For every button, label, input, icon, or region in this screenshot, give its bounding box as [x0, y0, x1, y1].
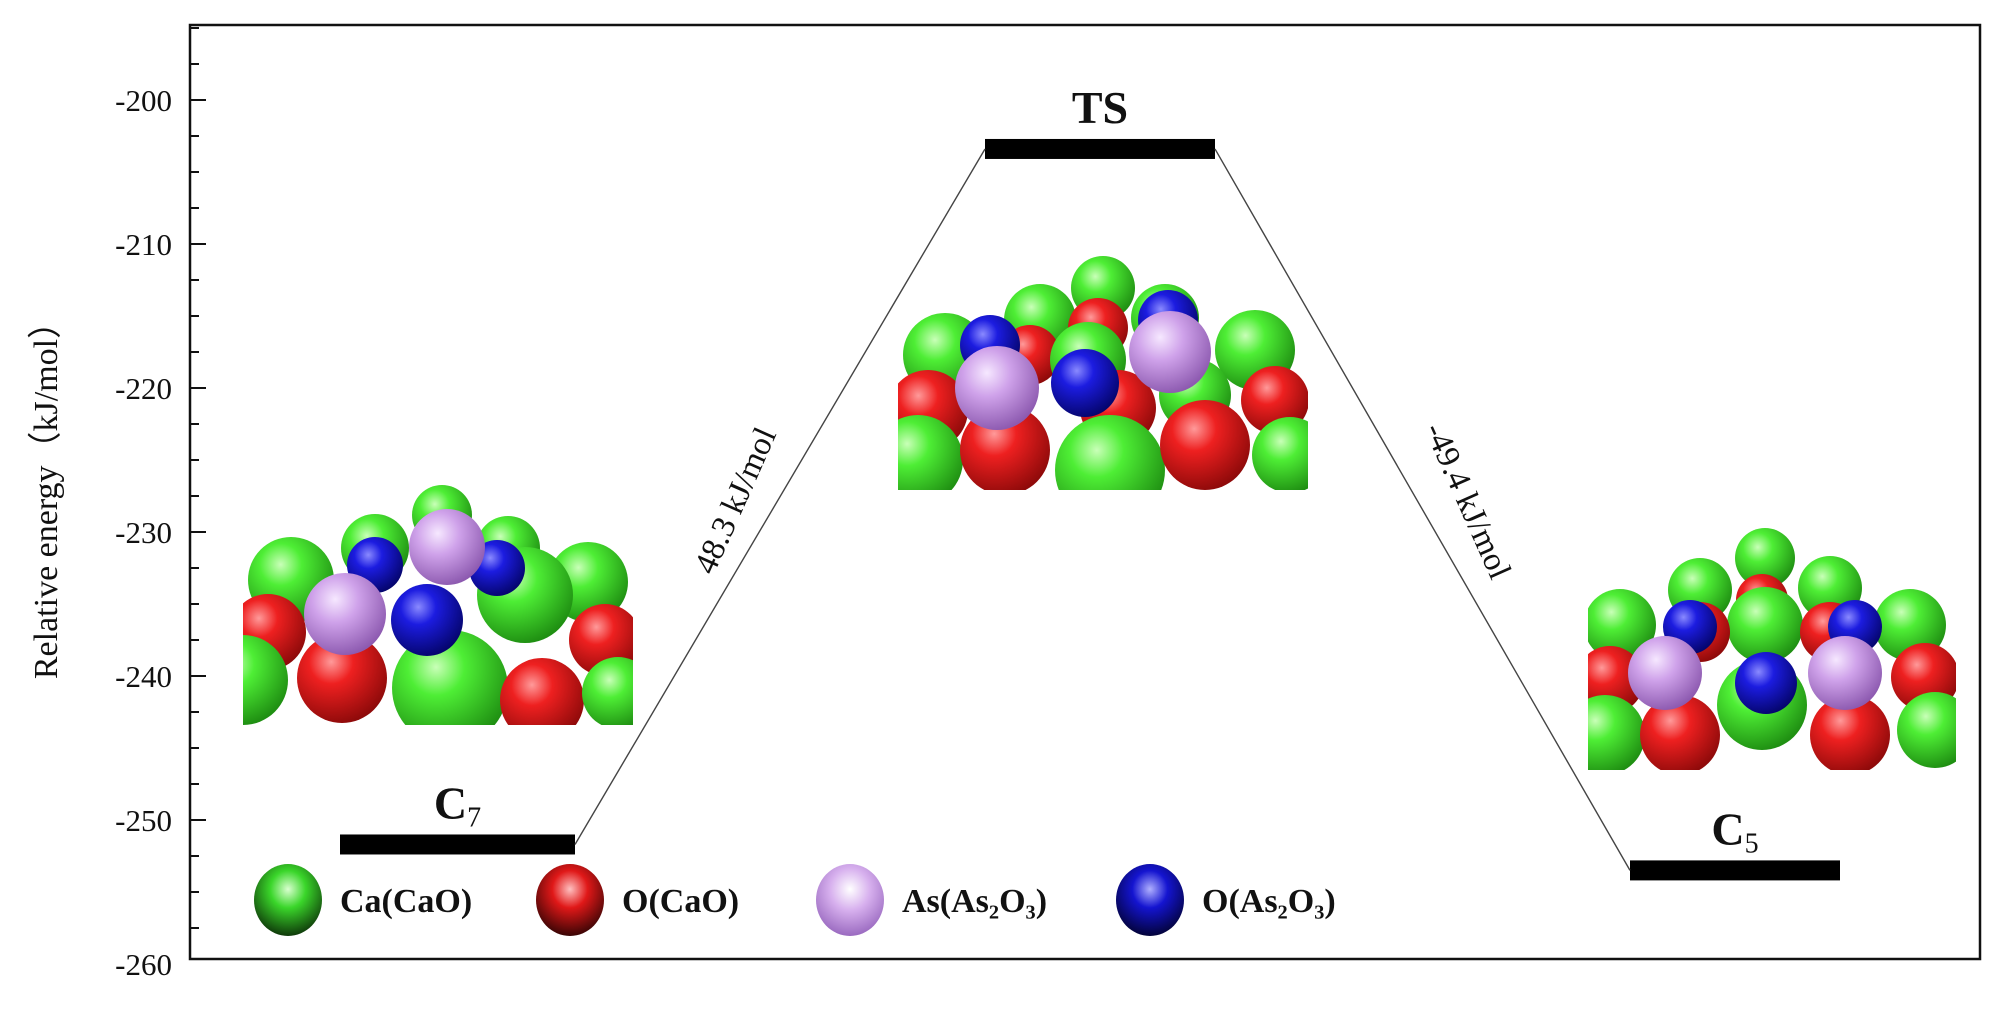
pathway-connector — [574, 148, 986, 845]
legend-swatch — [816, 864, 884, 936]
y-tick-label: -230 — [115, 515, 172, 550]
y-tick-label: -250 — [115, 803, 172, 838]
energy-level-label: TS — [1072, 82, 1128, 133]
legend-swatch — [254, 864, 322, 936]
y-tick-label: -210 — [115, 227, 172, 262]
y-tick-label: -240 — [115, 659, 172, 694]
energy-level-label: C5 — [1711, 803, 1758, 859]
c5-structure-image — [1588, 528, 1956, 770]
plot-frame — [188, 23, 1982, 961]
energy-level-label: C7 — [434, 777, 481, 833]
legend-item: Ca(CaO) — [254, 864, 472, 936]
y-axis: -200 -210 -220 -230 -240 -250 -260 — [115, 27, 206, 982]
barrier-energy-label: 48.3 kJ/mol — [688, 422, 784, 579]
ts-structure-image — [898, 256, 1308, 490]
y-axis-title: Relative energy（kJ/mol） — [27, 305, 65, 679]
pathway-connector — [1214, 148, 1631, 871]
legend-label: O(As₂O₃) — [1202, 883, 1336, 920]
energy-level-bar — [340, 834, 575, 855]
legend-item: O(CaO) — [536, 864, 739, 936]
c7-structure-image — [243, 485, 633, 725]
energy-level-bar — [1630, 860, 1840, 881]
y-tick-label: -220 — [115, 371, 172, 406]
legend-label: As(As₂O₃) — [902, 883, 1047, 920]
legend: Ca(CaO) O(CaO) As(As₂O₃) O(As₂O₃) — [254, 864, 1336, 936]
y-tick-label: -260 — [115, 947, 172, 982]
energy-level-bar — [985, 138, 1215, 159]
legend-item: As(As₂O₃) — [816, 864, 1047, 936]
legend-label: Ca(CaO) — [340, 883, 472, 920]
y-tick-label: -200 — [115, 83, 172, 118]
barrier-energy-label: -49.4 kJ/mol — [1417, 417, 1518, 584]
legend-item: O(As₂O₃) — [1116, 864, 1336, 936]
legend-swatch — [536, 864, 604, 936]
legend-swatch — [1116, 864, 1184, 936]
legend-label: O(CaO) — [622, 883, 739, 920]
